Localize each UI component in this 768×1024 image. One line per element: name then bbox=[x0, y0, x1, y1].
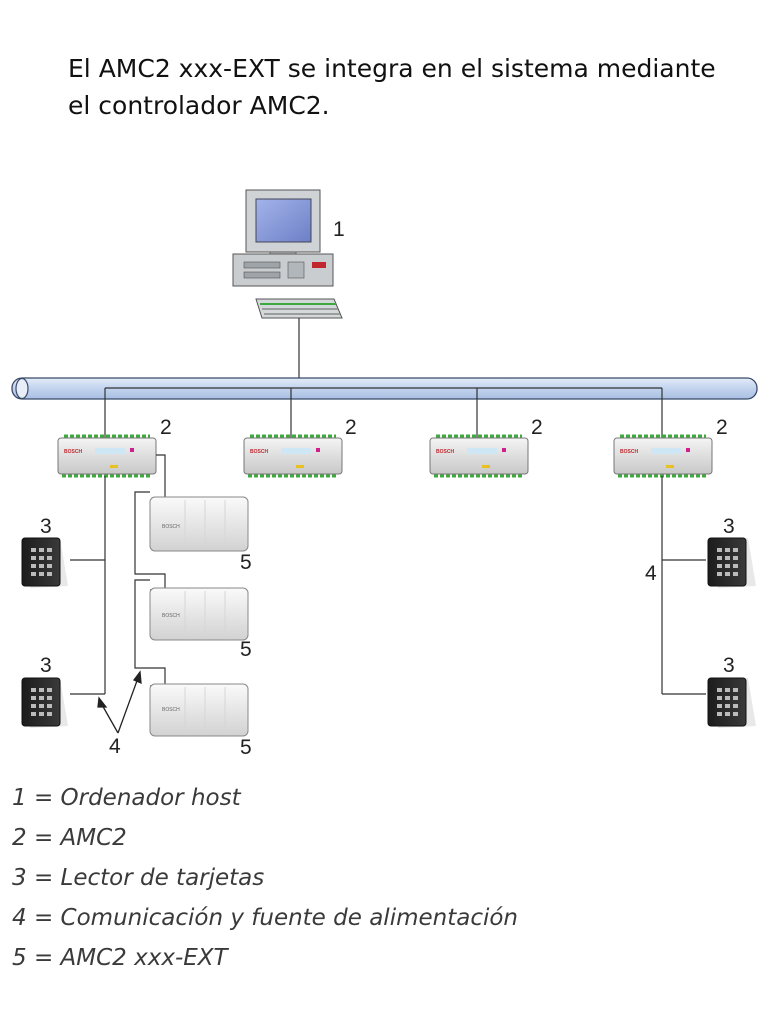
label-reader-number-right-top: 3 bbox=[723, 515, 735, 538]
legend-item-comm: 4 = Comunicación y fuente de alimentació… bbox=[12, 905, 519, 931]
system-diagram: 1 BOSCH 2 BOSCH 2 bbox=[11, 189, 758, 759]
label-ext-number-3: 5 bbox=[240, 736, 252, 759]
card-reader-left-bottom bbox=[21, 677, 68, 728]
intro-text: El AMC2 xxx-EXT se integra en el sistema… bbox=[68, 54, 716, 120]
label-amc2-number-2: 2 bbox=[345, 416, 357, 439]
svg-text:BOSCH: BOSCH bbox=[162, 613, 180, 619]
label-ext-number-2: 5 bbox=[240, 638, 252, 661]
bus-drops bbox=[104, 388, 663, 438]
comm-callout-arrows bbox=[97, 670, 142, 734]
svg-text:BOSCH: BOSCH bbox=[64, 449, 82, 455]
label-host-number: 1 bbox=[333, 218, 345, 241]
legend-item-reader: 3 = Lector de tarjetas bbox=[12, 865, 265, 891]
label-amc2-number-1: 2 bbox=[160, 416, 172, 439]
label-reader-number-left-bottom: 3 bbox=[40, 654, 52, 677]
card-reader-left-top bbox=[21, 537, 68, 588]
legend-item-host: 1 = Ordenador host bbox=[12, 785, 241, 811]
legend-item-amc2: 2 = AMC2 bbox=[12, 825, 127, 851]
ext-module-2: BOSCH bbox=[149, 587, 249, 641]
legend-item-ext: 5 = AMC2 xxx-EXT bbox=[12, 945, 228, 971]
legend: 1 = Ordenador host 2 = AMC2 3 = Lector d… bbox=[12, 778, 518, 978]
left-reader-wiring bbox=[70, 476, 106, 695]
svg-text:BOSCH: BOSCH bbox=[620, 449, 638, 455]
label-comm-number-right: 4 bbox=[645, 562, 657, 585]
svg-text:BOSCH: BOSCH bbox=[162, 707, 180, 713]
label-amc2-number-3: 2 bbox=[531, 416, 543, 439]
card-reader-right-bottom bbox=[707, 677, 756, 728]
amc2-controller-4: BOSCH bbox=[613, 434, 713, 478]
amc2-controller-3: BOSCH bbox=[429, 434, 529, 478]
svg-text:BOSCH: BOSCH bbox=[250, 449, 268, 455]
svg-text:BOSCH: BOSCH bbox=[436, 449, 454, 455]
label-comm-number-left: 4 bbox=[109, 735, 121, 758]
label-ext-number-1: 5 bbox=[240, 551, 252, 574]
host-computer bbox=[232, 189, 343, 319]
network-bus bbox=[11, 377, 758, 400]
label-reader-number-left-top: 3 bbox=[40, 515, 52, 538]
card-reader-right-top bbox=[707, 537, 756, 588]
svg-text:BOSCH: BOSCH bbox=[162, 524, 180, 530]
ext-module-wiring bbox=[134, 454, 166, 687]
label-amc2-number-4: 2 bbox=[716, 416, 728, 439]
right-reader-wiring bbox=[661, 476, 706, 695]
amc2-controller-2: BOSCH bbox=[243, 434, 343, 478]
ext-module-1: BOSCH bbox=[149, 496, 249, 552]
amc2-controller-1: BOSCH bbox=[57, 434, 157, 478]
label-reader-number-right-bottom: 3 bbox=[723, 654, 735, 677]
ext-module-3: BOSCH bbox=[149, 683, 249, 737]
